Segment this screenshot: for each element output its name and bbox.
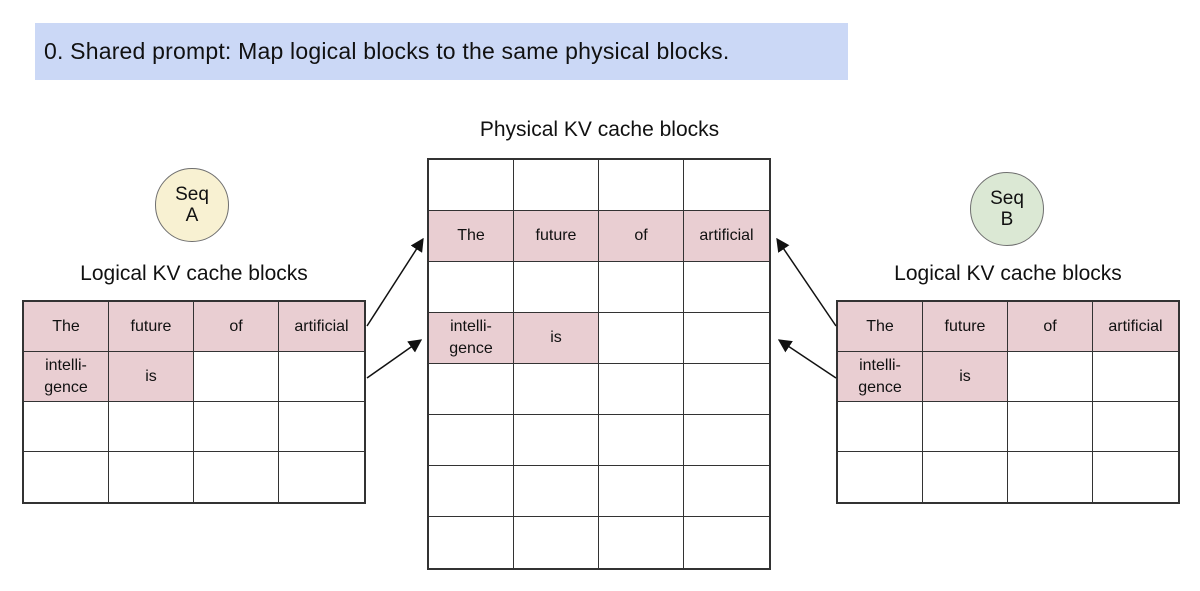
token-cell: of: [599, 211, 684, 262]
token-cell: The: [24, 302, 109, 352]
table-row: [429, 160, 769, 211]
empty-cell: [194, 452, 279, 502]
empty-cell: [194, 402, 279, 452]
step-banner: 0. Shared prompt: Map logical blocks to …: [35, 23, 848, 80]
table-row: [429, 364, 769, 415]
logical-right-table-title: Logical KV cache blocks: [894, 262, 1122, 285]
table-row: [838, 452, 1178, 502]
table-row: [24, 452, 364, 502]
empty-cell: [194, 352, 279, 402]
arrow-seq-a-block1: [366, 339, 423, 379]
arrow-seq-a-block0: [366, 237, 424, 327]
empty-cell: [923, 452, 1008, 502]
seq-b-label-top: Seq: [990, 188, 1024, 209]
empty-cell: [24, 452, 109, 502]
empty-cell: [599, 517, 684, 568]
empty-cell: [429, 364, 514, 415]
token-cell: is: [109, 352, 194, 402]
empty-cell: [1008, 402, 1093, 452]
empty-cell: [599, 313, 684, 364]
token-cell: of: [194, 302, 279, 352]
table-row: [429, 466, 769, 517]
empty-cell: [923, 402, 1008, 452]
empty-cell: [429, 160, 514, 211]
empty-cell: [429, 262, 514, 313]
token-cell: is: [923, 352, 1008, 402]
empty-cell: [684, 415, 769, 466]
token-cell: is: [514, 313, 599, 364]
token-cell: future: [514, 211, 599, 262]
empty-cell: [109, 402, 194, 452]
token-cell: The: [838, 302, 923, 352]
empty-cell: [24, 402, 109, 452]
token-cell: artificial: [684, 211, 769, 262]
token-cell: artificial: [279, 302, 364, 352]
token-cell: intelli- gence: [429, 313, 514, 364]
seq-b-label-bottom: B: [1000, 209, 1014, 230]
token-cell: future: [109, 302, 194, 352]
token-cell: intelli- gence: [838, 352, 923, 402]
empty-cell: [1093, 352, 1178, 402]
empty-cell: [684, 262, 769, 313]
seq-b-badge: Seq B: [970, 172, 1044, 246]
token-cell: future: [923, 302, 1008, 352]
table-row: [429, 415, 769, 466]
table-row: [24, 402, 364, 452]
empty-cell: [838, 452, 923, 502]
empty-cell: [684, 517, 769, 568]
empty-cell: [838, 402, 923, 452]
empty-cell: [684, 364, 769, 415]
empty-cell: [599, 262, 684, 313]
empty-cell: [684, 160, 769, 211]
empty-cell: [514, 160, 599, 211]
empty-cell: [599, 466, 684, 517]
empty-cell: [514, 262, 599, 313]
empty-cell: [599, 364, 684, 415]
empty-cell: [684, 466, 769, 517]
empty-cell: [514, 415, 599, 466]
empty-cell: [599, 160, 684, 211]
empty-cell: [429, 415, 514, 466]
empty-cell: [109, 452, 194, 502]
token-cell: of: [1008, 302, 1093, 352]
empty-cell: [514, 466, 599, 517]
empty-cell: [1093, 402, 1178, 452]
empty-cell: [684, 313, 769, 364]
empty-cell: [1093, 452, 1178, 502]
token-cell: artificial: [1093, 302, 1178, 352]
physical-table-title: Physical KV cache blocks: [479, 118, 720, 141]
empty-cell: [1008, 452, 1093, 502]
empty-cell: [279, 452, 364, 502]
empty-cell: [514, 517, 599, 568]
empty-cell: [429, 466, 514, 517]
arrow-seq-b-block0: [776, 237, 837, 327]
token-cell: The: [429, 211, 514, 262]
arrow-seq-b-block1: [777, 339, 837, 379]
step-banner-text: 0. Shared prompt: Map logical blocks to …: [44, 38, 730, 64]
seq-a-label-top: Seq: [175, 184, 209, 205]
table-row: [838, 402, 1178, 452]
empty-cell: [514, 364, 599, 415]
empty-cell: [429, 517, 514, 568]
empty-cell: [599, 415, 684, 466]
table-row: [429, 517, 769, 568]
seq-a-label-bottom: A: [185, 205, 199, 226]
empty-cell: [279, 352, 364, 402]
logical-left-table-title: Logical KV cache blocks: [80, 262, 308, 285]
seq-a-badge: Seq A: [155, 168, 229, 242]
token-cell: intelli- gence: [24, 352, 109, 402]
empty-cell: [279, 402, 364, 452]
empty-cell: [1008, 352, 1093, 402]
table-row: [429, 262, 769, 313]
